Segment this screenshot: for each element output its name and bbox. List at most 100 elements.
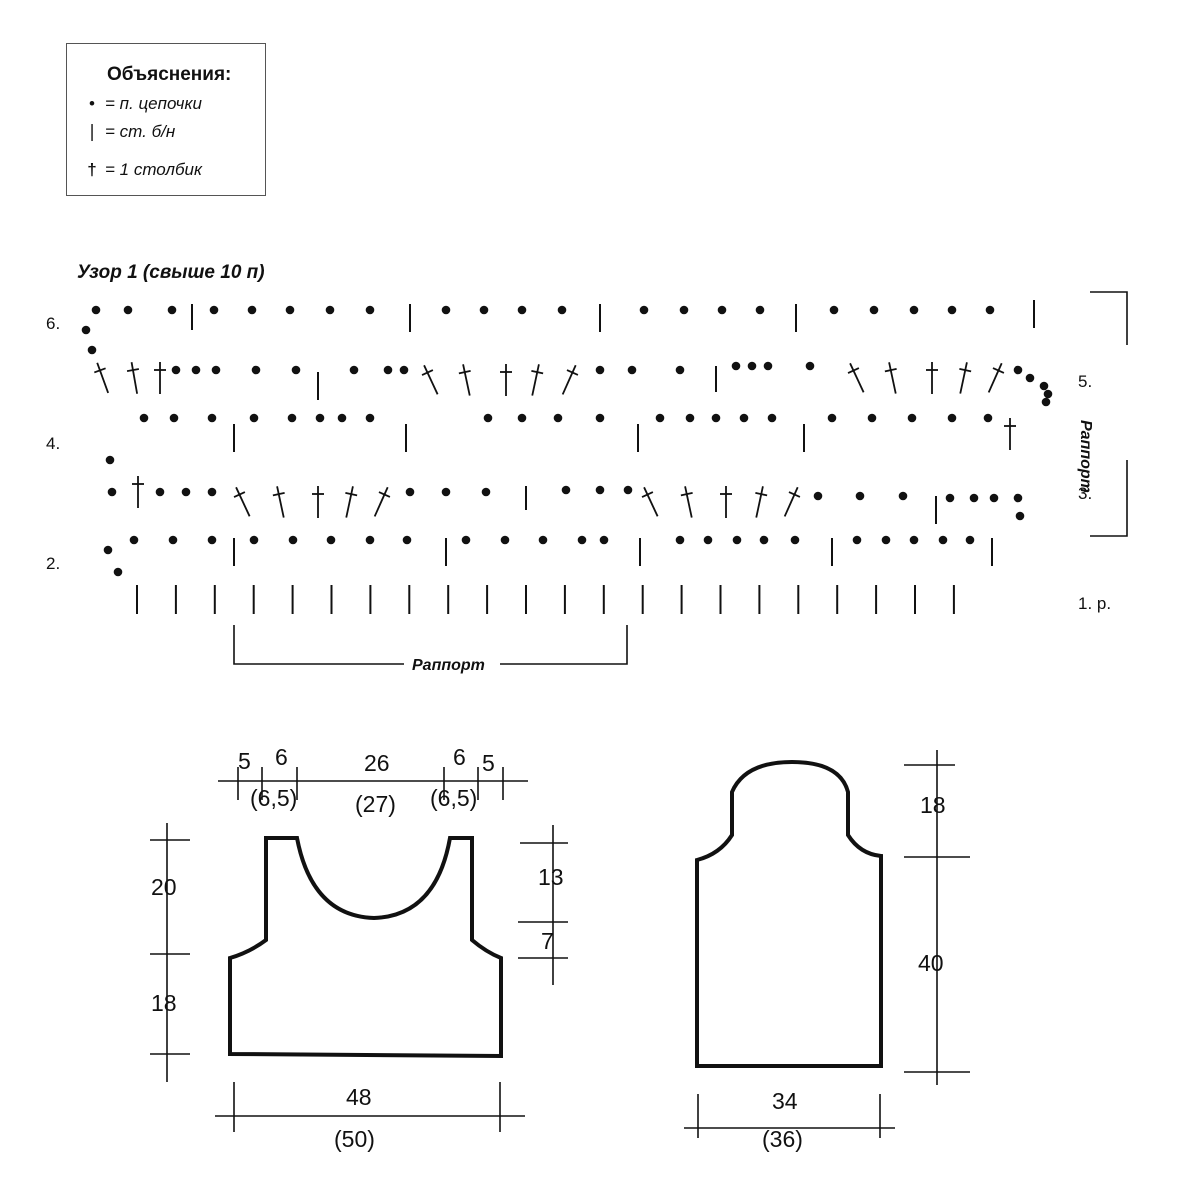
chain-stitch-dot	[287, 413, 297, 423]
rapport-bracket-horizontal	[233, 625, 628, 665]
chain-stitch-dot	[285, 305, 295, 315]
front-bottom-width: 48	[346, 1084, 372, 1110]
chain-stitch-dot	[969, 493, 979, 503]
front-piece-outline	[228, 836, 503, 1059]
chain-stitch-dot	[517, 413, 527, 423]
chain-stitch-dot	[249, 413, 259, 423]
chain-stitch-dot	[985, 305, 995, 315]
front-top-right-alt: (6,5)	[430, 785, 478, 811]
chain-stitch-dot	[639, 305, 649, 315]
chain-stitch-dot	[155, 487, 165, 497]
chain-stitch-dot	[627, 365, 637, 375]
chain-stitch-dot	[191, 365, 201, 375]
sleeve-dimension-lines	[684, 750, 970, 1138]
chain-stitch-dot	[481, 487, 491, 497]
chain-stitch-dot	[81, 325, 91, 335]
chain-stitch-dot	[553, 413, 563, 423]
chain-stitch-dot	[129, 535, 139, 545]
chain-stitch-dot	[947, 305, 957, 315]
chain-stitch-dot	[365, 305, 375, 315]
double-crochet-symbol	[987, 362, 1005, 393]
legend-item-single-crochet: ❘= ст. б/н	[79, 122, 175, 142]
chain-stitch-dot	[139, 413, 149, 423]
front-top-left-outer: 5	[238, 748, 251, 774]
chain-stitch-dot	[325, 305, 335, 315]
chain-stitch-dot	[91, 305, 101, 315]
front-right-lower-height: 7	[541, 928, 554, 954]
chain-stitch-dot	[365, 535, 375, 545]
chain-stitch-dot	[365, 413, 375, 423]
chain-stitch-dot	[739, 413, 749, 423]
legend-box: Объяснения: •= п. цепочки ❘= ст. б/н †= …	[66, 43, 266, 196]
front-left-lower-height: 18	[151, 990, 177, 1016]
row-label-2: 2.	[46, 554, 61, 573]
double-crochet-symbol	[1004, 418, 1016, 450]
chain-stitch-dot	[168, 535, 178, 545]
chain-stitch-dot	[249, 535, 259, 545]
chain-stitch-dot	[181, 487, 191, 497]
chain-stitch-dot	[577, 535, 587, 545]
chain-stitch-dot	[169, 413, 179, 423]
chain-stitch-dot	[479, 305, 489, 315]
chain-stitch-dot	[869, 305, 879, 315]
chain-stitch-dot	[247, 305, 257, 315]
double-crochet-symbol	[959, 362, 972, 394]
chain-stitch-dot	[171, 365, 181, 375]
legend-item-chain: •= п. цепочки	[79, 94, 202, 114]
row-label-1: 1. р.	[1078, 594, 1112, 613]
row-label-4: 4.	[46, 434, 61, 453]
sleeve-piece-outline	[695, 759, 883, 1068]
stitch-layer	[81, 300, 1053, 614]
chain-stitch-dot	[1015, 511, 1025, 521]
chain-stitch-dot	[732, 535, 742, 545]
chain-stitch-dot	[983, 413, 993, 423]
double-crochet-cross-icon: †	[87, 160, 97, 179]
double-crochet-symbol	[94, 362, 110, 394]
rapport-horizontal-label: Раппорт	[408, 657, 489, 675]
row-label-6: 6.	[46, 314, 61, 333]
chain-stitch-dot	[829, 305, 839, 315]
double-crochet-symbol	[884, 362, 897, 394]
chain-stitch-dot	[813, 491, 823, 501]
chain-stitch-dot	[402, 535, 412, 545]
chain-stitch-dot	[87, 345, 97, 355]
chain-stitch-dot	[711, 413, 721, 423]
front-bottom-width-alt: (50)	[334, 1126, 375, 1152]
single-crochet-bar-icon: ❘	[84, 122, 100, 141]
chain-stitch-dot	[909, 305, 919, 315]
chain-stitch-dot	[207, 487, 217, 497]
double-crochet-symbol	[312, 486, 324, 518]
chain-stitch-dot	[107, 487, 117, 497]
chain-stitch-dot	[755, 305, 765, 315]
chain-stitch-dot	[326, 535, 336, 545]
chain-stitch-dot	[105, 455, 115, 465]
rapport-bracket-vertical	[1090, 291, 1128, 537]
sleeve-body-height: 40	[918, 950, 944, 976]
double-crochet-symbol	[233, 486, 251, 517]
double-crochet-symbol	[641, 486, 659, 517]
chain-stitch-dot	[855, 491, 865, 501]
double-crochet-symbol	[373, 486, 391, 517]
chain-stitch-dot	[675, 365, 685, 375]
double-crochet-symbol	[272, 486, 285, 518]
chain-stitch-dot	[209, 305, 219, 315]
chain-stitch-dot	[767, 413, 777, 423]
chain-stitch-dot	[103, 545, 113, 555]
double-crochet-symbol	[345, 486, 358, 518]
chain-stitch-dot	[679, 305, 689, 315]
chain-stitch-dot	[399, 365, 409, 375]
chain-stitch-dot	[595, 365, 605, 375]
front-top-left-inner: 6	[275, 744, 288, 770]
chain-stitch-dot	[805, 361, 815, 371]
row-label-5: 5.	[1078, 372, 1093, 391]
chain-stitch-dot	[483, 413, 493, 423]
sleeve-bottom-width-alt: (36)	[762, 1126, 803, 1152]
chain-stitch-dot	[717, 305, 727, 315]
sleeve-bottom-width: 34	[772, 1088, 798, 1114]
chain-stitch-dot	[207, 535, 217, 545]
double-crochet-symbol	[531, 364, 544, 396]
double-crochet-symbol	[154, 362, 166, 394]
legend-title: Объяснения:	[107, 64, 232, 85]
